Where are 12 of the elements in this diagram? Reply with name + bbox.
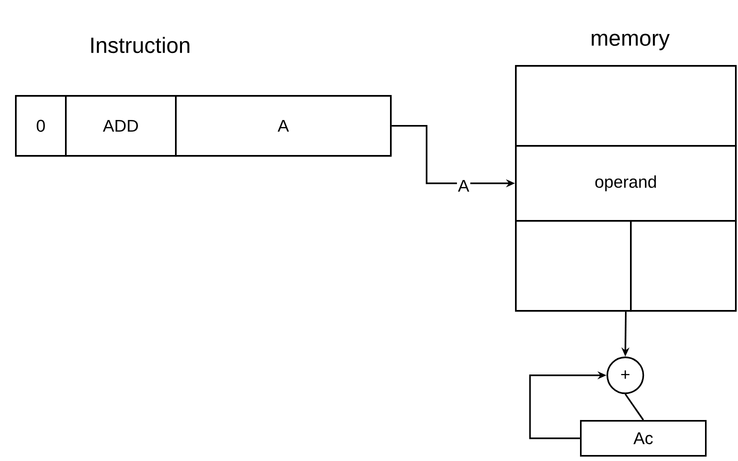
cell: operand — [515, 145, 737, 222]
cell: 0 — [15, 95, 67, 157]
cell: A — [175, 95, 392, 157]
edge-label: A — [456, 178, 470, 193]
empty-cell — [515, 220, 632, 312]
node-label: Instruction — [91, 36, 190, 54]
node-label: memory — [592, 34, 670, 50]
empty-cell — [630, 220, 737, 312]
empty-cell — [515, 65, 737, 147]
connector-line — [624, 394, 644, 420]
register-box: Ac — [580, 420, 707, 457]
cell: ADD — [65, 95, 177, 157]
